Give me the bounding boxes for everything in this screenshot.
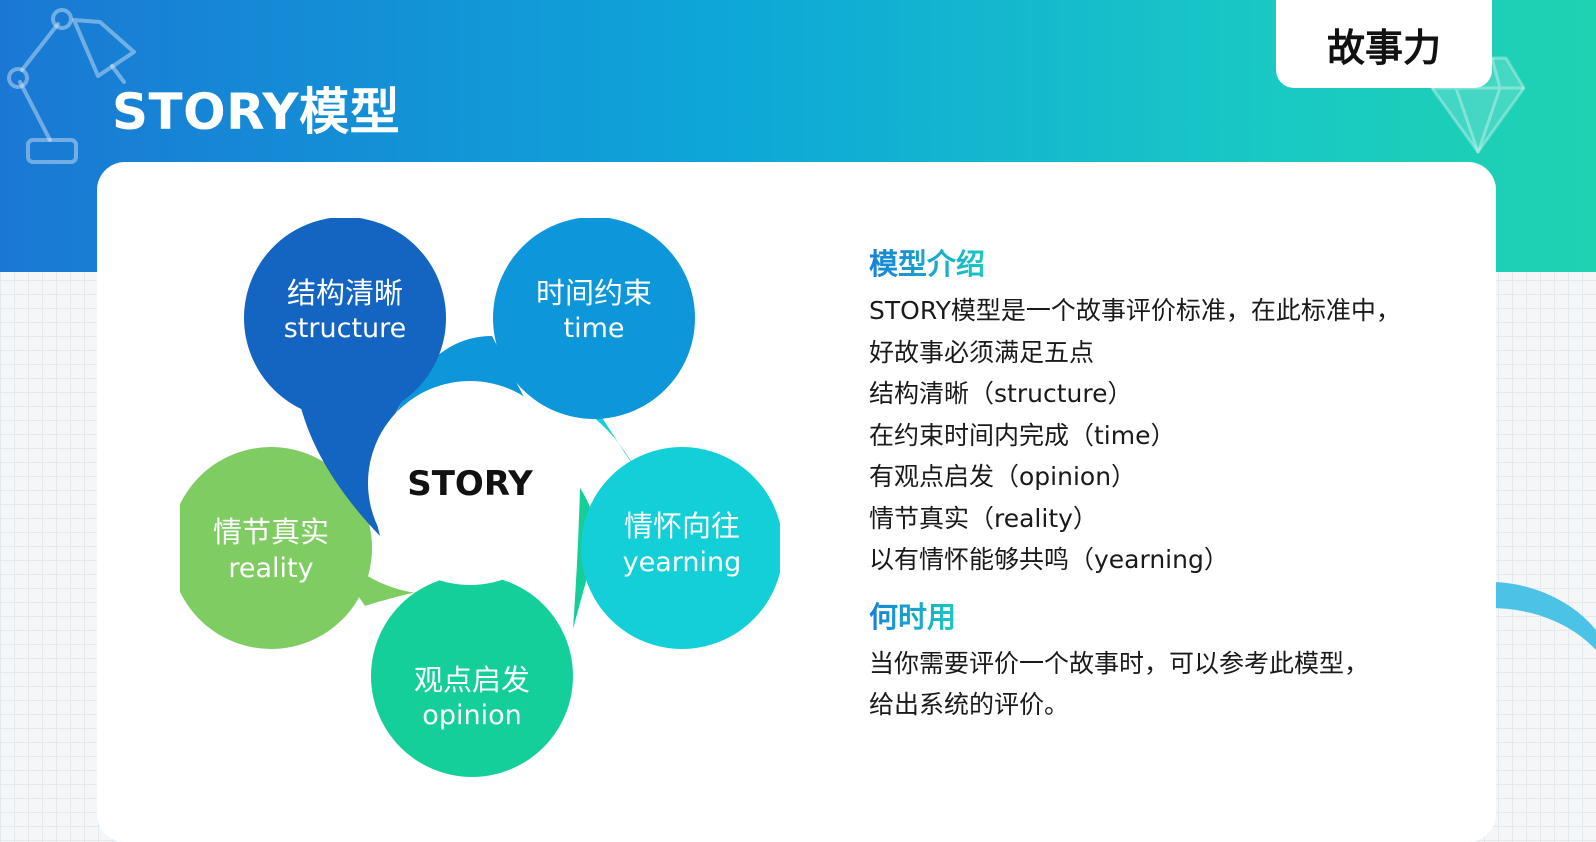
intro-line: STORY模型是一个故事评价标准，在此标准中，: [869, 296, 1401, 325]
petal-cn-label: 时间约束: [536, 276, 652, 310]
section-tab: 故事力: [1276, 0, 1492, 88]
usage-line: 当你需要评价一个故事时，可以参考此模型，: [869, 648, 1370, 678]
description-panel: 模型介绍 STORY模型是一个故事评价标准，在此标准中， 好故事必须满足五点 结…: [869, 244, 1469, 726]
petal-en-label: structure: [284, 313, 407, 344]
usage-heading: 何时用: [869, 597, 956, 637]
center-label: STORY: [407, 464, 533, 504]
petal-circle: [244, 218, 446, 419]
petal-structure: [244, 218, 446, 536]
petal-circle: [581, 447, 780, 649]
petal-cn-label: 情节真实: [213, 515, 329, 549]
petal-cn-label: 情怀向往: [624, 509, 740, 543]
petal-en-label: yearning: [623, 547, 742, 578]
intro-line: 好故事必须满足五点: [869, 337, 1095, 367]
petal-en-label: reality: [228, 553, 313, 584]
intro-line: 结构清晰（structure）: [869, 379, 1133, 408]
intro-line: 以有情怀能够共鸣（yearning）: [869, 545, 1229, 574]
intro-list: STORY模型是一个故事评价标准，在此标准中， 好故事必须满足五点 结构清晰（s…: [869, 290, 1469, 581]
petal-circle: [180, 447, 372, 649]
intro-line: 有观点启发（opinion）: [869, 462, 1137, 491]
usage-line: 给出系统的评价。: [869, 690, 1070, 719]
petal-circle: [371, 575, 573, 777]
intro-line: 在约束时间内完成（time）: [869, 420, 1176, 450]
desk-lamp-icon: [7, 8, 136, 164]
intro-line: 情节真实（reality）: [869, 503, 1098, 533]
petal-circle: [493, 218, 695, 419]
page-title: STORY模型: [112, 83, 401, 141]
intro-heading: 模型介绍: [869, 244, 985, 284]
petal-en-label: opinion: [422, 700, 521, 731]
petal-cn-label: 结构清晰: [287, 276, 403, 310]
center-disc: [368, 381, 572, 585]
petal-en-label: time: [563, 313, 624, 344]
petal-cn-label: 观点启发: [414, 663, 530, 697]
petal-reality: [180, 447, 498, 649]
story-petal-diagram: STORY 结构清晰 structure 时间约束 time 情怀向往 year…: [180, 218, 780, 777]
usage-list: 当你需要评价一个故事时，可以参考此模型， 给出系统的评价。: [869, 643, 1469, 726]
arc-decoration: [1490, 582, 1596, 650]
